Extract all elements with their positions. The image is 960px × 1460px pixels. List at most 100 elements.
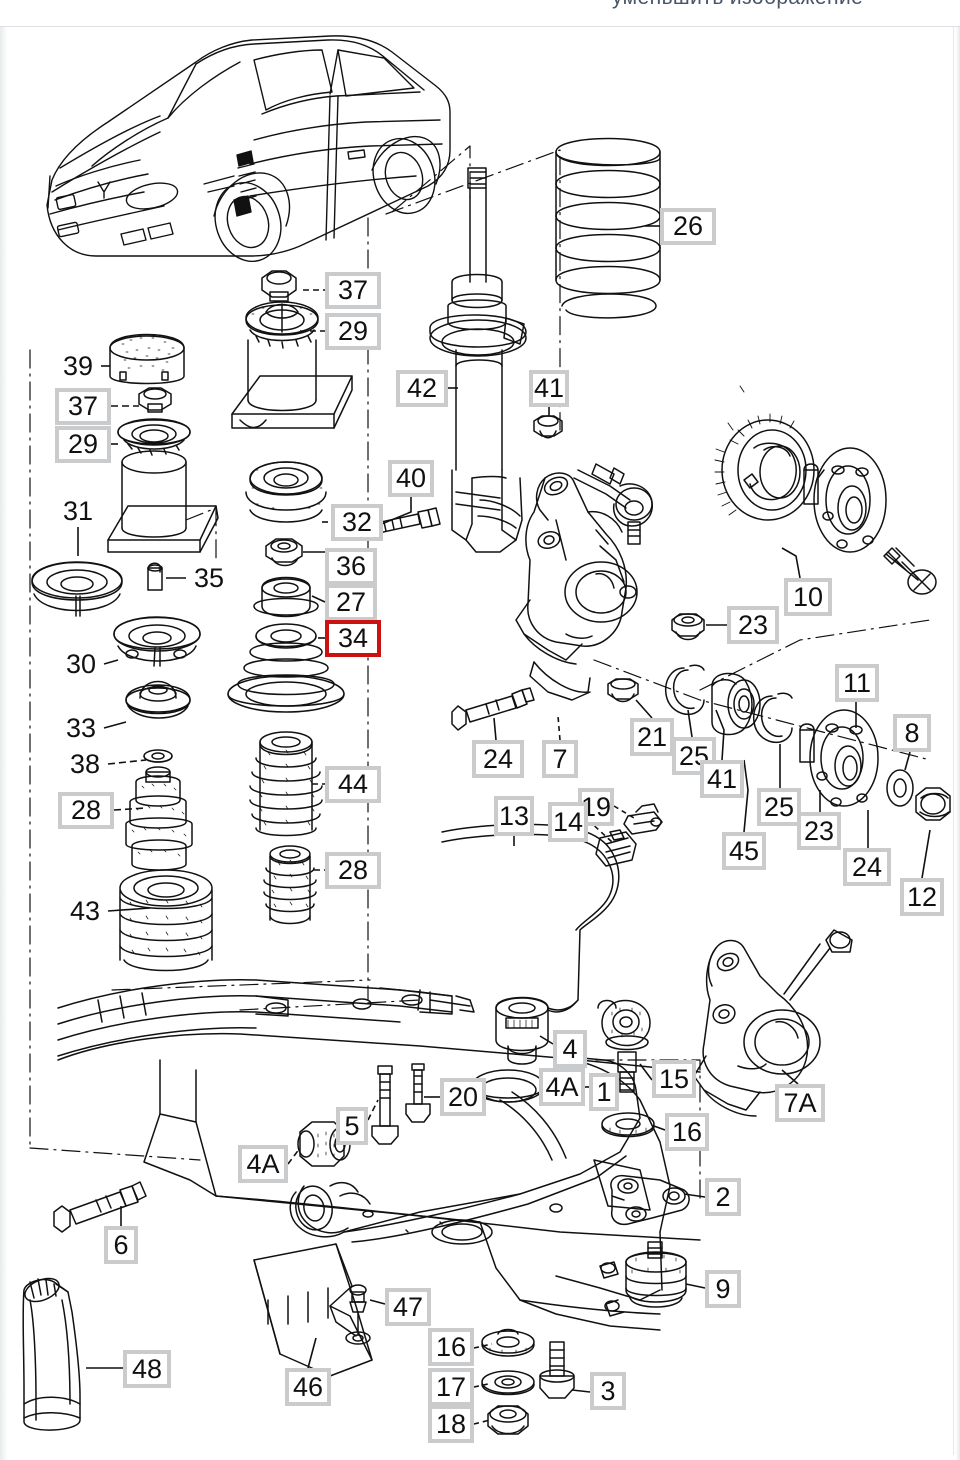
callout-label-38[interactable]: 38: [69, 748, 101, 779]
callout-label-48[interactable]: 48: [123, 1350, 171, 1388]
part-23-nut-upper: [672, 614, 704, 640]
callout-leader-lines: [78, 226, 930, 1424]
part-30-mount-plate: [32, 562, 200, 666]
callout-label-17[interactable]: 17: [428, 1368, 474, 1406]
part-13-anti-roll-bar: [442, 824, 619, 1012]
callout-label-46[interactable]: 46: [285, 1368, 331, 1406]
part-38-washer: [144, 750, 172, 762]
callout-label-13[interactable]: 13: [494, 796, 534, 836]
part-16-washer-upper: [602, 1113, 654, 1137]
part-32-bushing: [246, 462, 326, 522]
callout-label-5[interactable]: 5: [336, 1107, 368, 1145]
callout-label-21[interactable]: 21: [630, 718, 674, 756]
part-47-clip: [346, 1285, 370, 1344]
part-6-bolt: [54, 1182, 146, 1232]
callout-label-27[interactable]: 27: [325, 584, 377, 621]
callout-label-39[interactable]: 39: [62, 350, 94, 381]
vehicle-illustration: [47, 36, 450, 270]
callout-label-18[interactable]: 18: [428, 1405, 474, 1443]
callout-label-41[interactable]: 41: [529, 370, 569, 407]
callout-label-16[interactable]: 16: [665, 1113, 709, 1151]
callout-label-24[interactable]: 24: [843, 848, 891, 886]
part-17-washer-lower: [482, 1371, 534, 1395]
callout-label-31[interactable]: 31: [62, 495, 94, 526]
callout-label-12[interactable]: 12: [900, 878, 944, 916]
callout-label-45[interactable]: 45: [722, 832, 766, 870]
part-37-nut-left: [139, 388, 171, 412]
callout-label-29[interactable]: 29: [325, 313, 381, 350]
callout-label-4a[interactable]: 4A: [238, 1145, 288, 1183]
callout-label-44[interactable]: 44: [325, 766, 381, 803]
part-35-clip: [148, 563, 162, 590]
callout-label-11[interactable]: 11: [835, 664, 879, 702]
callout-label-10[interactable]: 10: [784, 578, 832, 616]
callout-label-4[interactable]: 4: [553, 1030, 587, 1068]
callout-label-16[interactable]: 16: [428, 1328, 474, 1366]
callout-label-30[interactable]: 30: [65, 648, 97, 679]
part-11-wheel-hub: [800, 710, 878, 806]
callout-label-6[interactable]: 6: [104, 1226, 138, 1264]
callout-label-42[interactable]: 42: [396, 370, 448, 407]
part-5-bolt: [372, 1066, 398, 1144]
callout-label-1[interactable]: 1: [589, 1073, 619, 1111]
callout-label-34[interactable]: 34: [325, 620, 381, 657]
callout-label-47[interactable]: 47: [385, 1288, 431, 1326]
section-leader-lines: [30, 146, 930, 1200]
part-14-bar-bush: [596, 830, 636, 866]
callout-label-33[interactable]: 33: [65, 712, 97, 743]
abs-ring-screw: [884, 548, 936, 594]
tie-rod-end: [574, 464, 652, 544]
strut-assembly: [430, 168, 526, 552]
part-4A-bush-right: [598, 1001, 616, 1009]
callout-label-3[interactable]: 3: [590, 1372, 626, 1410]
part-27-bushing: [254, 578, 318, 617]
callout-label-25[interactable]: 25: [757, 788, 801, 826]
callout-label-7a[interactable]: 7A: [775, 1084, 825, 1122]
part-7A-steering-knuckle: [694, 930, 852, 1116]
callout-label-26[interactable]: 26: [660, 208, 716, 245]
callout-label-35[interactable]: 35: [193, 562, 225, 593]
callout-label-37[interactable]: 37: [325, 272, 381, 309]
callout-label-40[interactable]: 40: [388, 460, 434, 497]
part-29-bearing-left: [118, 419, 190, 455]
part-12-hub-nut: [916, 788, 950, 820]
sheet-right-shadow: [955, 27, 960, 1460]
callout-label-9[interactable]: 9: [705, 1270, 741, 1308]
part-39-cap: [110, 335, 184, 384]
callout-label-28[interactable]: 28: [325, 852, 381, 889]
part-29-bearing-mid: [246, 302, 318, 348]
part-19-bar-bracket: [624, 804, 662, 834]
callout-label-24[interactable]: 24: [472, 740, 524, 778]
callout-label-23[interactable]: 23: [797, 812, 841, 850]
part-48-grease-tube: [22, 1274, 80, 1430]
callout-label-43[interactable]: 43: [69, 895, 101, 926]
part-20-bolt: [406, 1064, 430, 1122]
mount-body-mid: [232, 340, 352, 428]
callout-label-29[interactable]: 29: [55, 426, 111, 463]
part-25-circlip-b: [754, 693, 792, 742]
part-41-nut-upper: [534, 416, 562, 438]
callout-label-32[interactable]: 32: [331, 504, 383, 541]
part-46-heat-shield: [254, 1244, 372, 1376]
callout-label-23[interactable]: 23: [727, 606, 779, 644]
callout-label-36[interactable]: 36: [325, 548, 377, 585]
part-4-arm-bush: [496, 998, 548, 1065]
part-37-nut-mid: [262, 271, 296, 301]
callout-label-8[interactable]: 8: [893, 714, 931, 752]
callout-label-37[interactable]: 37: [55, 388, 111, 425]
callout-label-41[interactable]: 41: [700, 760, 744, 798]
callout-label-4a[interactable]: 4A: [539, 1068, 585, 1106]
callout-label-15[interactable]: 15: [652, 1060, 696, 1098]
part-2-bracket: [611, 1176, 689, 1225]
part-45-wheel-bearing: [712, 673, 760, 734]
callout-label-7[interactable]: 7: [542, 740, 578, 778]
part-18-nut-lower: [488, 1406, 528, 1434]
callout-label-28[interactable]: 28: [58, 792, 114, 829]
callout-label-14[interactable]: 14: [548, 802, 588, 842]
sheet-left-shadow: [0, 27, 8, 1460]
callout-label-2[interactable]: 2: [705, 1178, 741, 1216]
part-43-dust-boot: [120, 870, 212, 971]
part-24-bolt: [452, 688, 534, 730]
callout-label-20[interactable]: 20: [440, 1078, 486, 1116]
